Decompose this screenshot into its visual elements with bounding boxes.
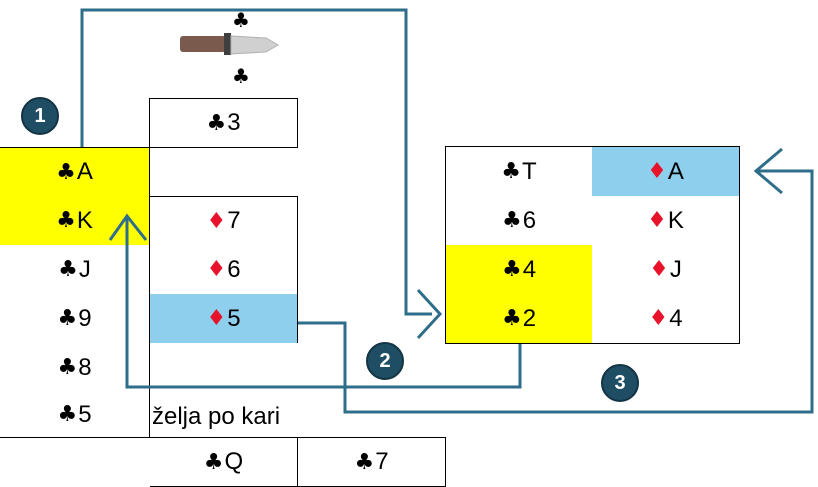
diamond-icon: ♦ <box>649 257 669 282</box>
club-icon: ♣ <box>203 449 224 475</box>
card-rank: 4 <box>522 255 537 283</box>
club-icon: ♣ <box>58 257 78 282</box>
club-icon: ♣ <box>501 208 522 233</box>
card-club-5: ♣5 <box>0 392 150 437</box>
card-club-2: ♣2 <box>445 294 593 344</box>
club-icon: ♣ <box>56 159 76 185</box>
card-rank: 4 <box>669 304 683 332</box>
top-club-symbol-lower: ♣ <box>232 64 250 88</box>
card-diamond-7: ♦7 <box>149 196 298 246</box>
card-rank: K <box>667 206 684 234</box>
card-rank: A <box>667 157 684 185</box>
step-3-badge: 3 <box>601 364 639 402</box>
step-2-badge: 2 <box>366 342 404 380</box>
card-rank: J <box>78 255 91 283</box>
club-icon: ♣ <box>501 159 522 184</box>
card-rank: Q <box>224 448 244 475</box>
card-club-a: ♣A <box>0 147 150 197</box>
card-diamond-6: ♦6 <box>149 245 298 295</box>
diamond-icon: ♦ <box>647 159 667 184</box>
card-diamond-j: ♦J <box>592 245 740 295</box>
club-icon: ♣ <box>354 449 375 475</box>
card-rank: K <box>76 206 93 234</box>
card-rank: 8 <box>78 353 92 381</box>
card-rank: 6 <box>227 255 241 283</box>
card-diamond-5: ♦5 <box>149 294 298 344</box>
card-club-t: ♣T <box>445 146 593 197</box>
card-club-9: ♣9 <box>0 294 150 344</box>
card-club-8: ♣8 <box>0 343 150 393</box>
diamond-icon: ♦ <box>648 306 669 331</box>
card-diamond-a: ♦A <box>592 146 740 197</box>
card-rank: 7 <box>375 448 389 475</box>
diamond-icon: ♦ <box>206 257 227 282</box>
card-club-j: ♣J <box>0 245 150 295</box>
card-club-k: ♣K <box>0 196 150 246</box>
club-icon: ♣ <box>501 306 522 331</box>
card-rank: 5 <box>78 400 92 428</box>
wish-note: želja po kari <box>152 403 281 430</box>
card-rank: J <box>669 255 682 283</box>
card-rank: A <box>76 158 93 185</box>
step-1-badge: 1 <box>21 97 59 135</box>
club-icon: ♣ <box>56 208 76 233</box>
card-club-7: ♣7 <box>297 437 446 487</box>
card-rank: 5 <box>227 304 241 332</box>
club-icon: ♣ <box>206 110 227 136</box>
bottom-left-divider <box>0 437 150 487</box>
card-rank: T <box>522 157 537 185</box>
top-club-symbol: ♣ <box>232 8 250 32</box>
club-icon: ♣ <box>57 402 78 427</box>
card-club-3: ♣3 <box>149 98 298 148</box>
card-rank: 6 <box>522 206 537 234</box>
card-club-4: ♣4 <box>445 245 593 295</box>
diamond-icon: ♦ <box>206 306 227 331</box>
club-icon: ♣ <box>57 355 78 380</box>
card-rank: 2 <box>522 304 537 332</box>
diamond-icon: ♦ <box>647 208 667 233</box>
empty-cell <box>149 343 298 393</box>
card-rank: 9 <box>78 304 92 332</box>
club-icon: ♣ <box>501 257 522 282</box>
card-club-6: ♣6 <box>445 196 593 246</box>
card-rank: 3 <box>227 109 241 136</box>
card-club-q: ♣Q <box>149 437 298 487</box>
arrow-1-head <box>416 288 443 340</box>
diamond-icon: ♦ <box>206 208 227 234</box>
card-diamond-k: ♦K <box>592 196 740 246</box>
arrow-3-head <box>753 147 783 195</box>
card-diamond-4: ♦4 <box>592 294 740 344</box>
card-rank: 7 <box>227 207 241 234</box>
club-icon: ♣ <box>57 306 78 331</box>
